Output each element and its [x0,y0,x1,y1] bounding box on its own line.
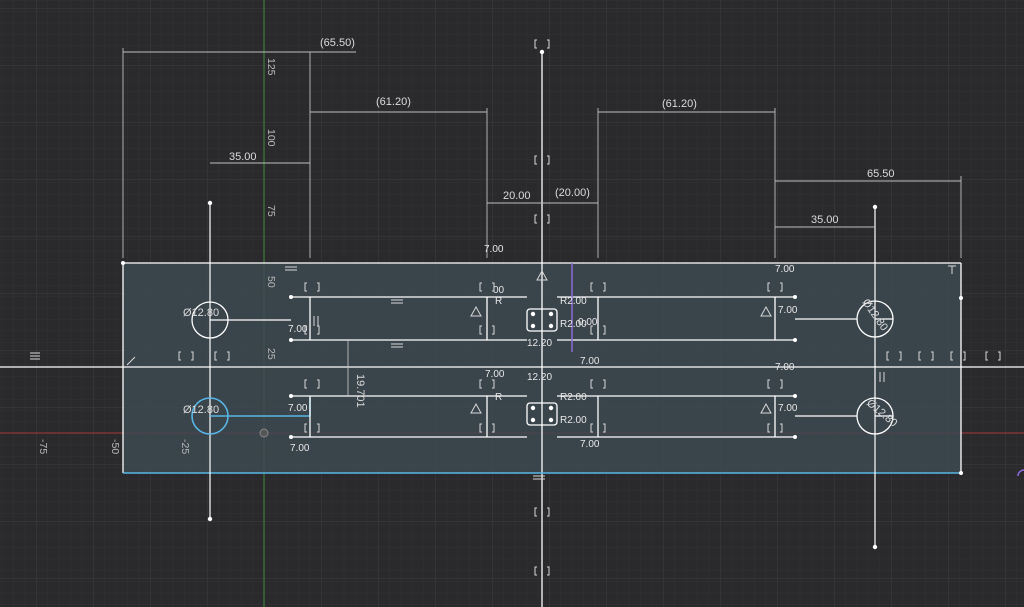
dim-radius-tr2[interactable]: R2.00 [560,319,587,330]
dim-slot-width-lt[interactable]: 7.00 [288,324,308,335]
dim-frag-00: 00 [493,285,505,296]
coincident-constraint-icon[interactable] [178,39,1001,576]
dim-center-gap-top[interactable]: 12.20 [527,338,552,349]
dim-slot-width-cr[interactable]: 7.00 [580,356,600,367]
dim-diameter-bl[interactable]: Ø12.80 [183,404,219,416]
dim-slot-width-rt[interactable]: 7.00 [778,305,798,316]
dim-hole-left[interactable]: 35.00 [229,151,257,163]
y-tick-25: 25 [265,348,277,360]
y-tick-50: 50 [265,276,277,288]
y-tick-125: 125 [265,58,277,76]
equal-constraint-icon[interactable] [470,269,772,414]
dim-vert-offset[interactable]: 19.701 [354,374,366,408]
dim-frag-r2: R [495,392,502,403]
dim-radius-br[interactable]: R2.00 [560,392,587,403]
dim-radius-br2[interactable]: R2.00 [560,415,587,426]
horizontal-constraint-icon[interactable] [30,266,545,480]
dim-center-left[interactable]: 20.00 [503,190,531,202]
dim-diameter-tl[interactable]: Ø12.80 [183,307,219,319]
dim-center-right-ref[interactable]: (20.00) [555,187,590,199]
dimension-lines [122,48,962,396]
y-tick-100: 100 [265,129,277,147]
center-pocket-bottom[interactable] [526,402,558,426]
y-tick-75: 75 [265,205,277,217]
dim-center-gap-bottom[interactable]: 12.20 [527,372,552,383]
dim-frag-000: 0.00 [578,317,598,328]
dim-hole-right[interactable]: 35.00 [811,214,839,226]
x-tick-neg75: -75 [37,439,49,454]
origin-icon[interactable] [259,428,269,438]
x-tick-neg25: -25 [179,439,191,454]
dim-frag-r: R [495,296,502,307]
dim-slot-width-lb[interactable]: 7.00 [288,403,308,414]
dim-overall-right[interactable]: 65.50 [867,168,895,180]
tangent-constraint-icon[interactable] [126,265,956,382]
dim-slot-width-rr[interactable]: 7.00 [775,362,795,373]
dim-radius-tr[interactable]: R2.00 [560,296,587,307]
x-tick-neg50: -50 [109,439,121,454]
dim-slot-width-tl[interactable]: 7.00 [484,244,504,255]
dim-ref-left-slot[interactable]: (61.20) [376,96,411,108]
dim-slot-width-br[interactable]: 7.00 [580,439,600,450]
dim-slot-width-tr[interactable]: 7.00 [775,264,795,275]
dim-slot-width-cl[interactable]: 7.00 [485,369,505,380]
center-pocket-top[interactable] [526,308,558,332]
dim-ref-right-slot[interactable]: (61.20) [662,98,697,110]
dim-slot-width-bl[interactable]: 7.00 [290,443,310,454]
dim-slot-width-rb[interactable]: 7.00 [778,403,798,414]
dim-top-ref-left[interactable]: (65.50) [320,37,355,49]
slot-lines[interactable] [228,296,857,438]
